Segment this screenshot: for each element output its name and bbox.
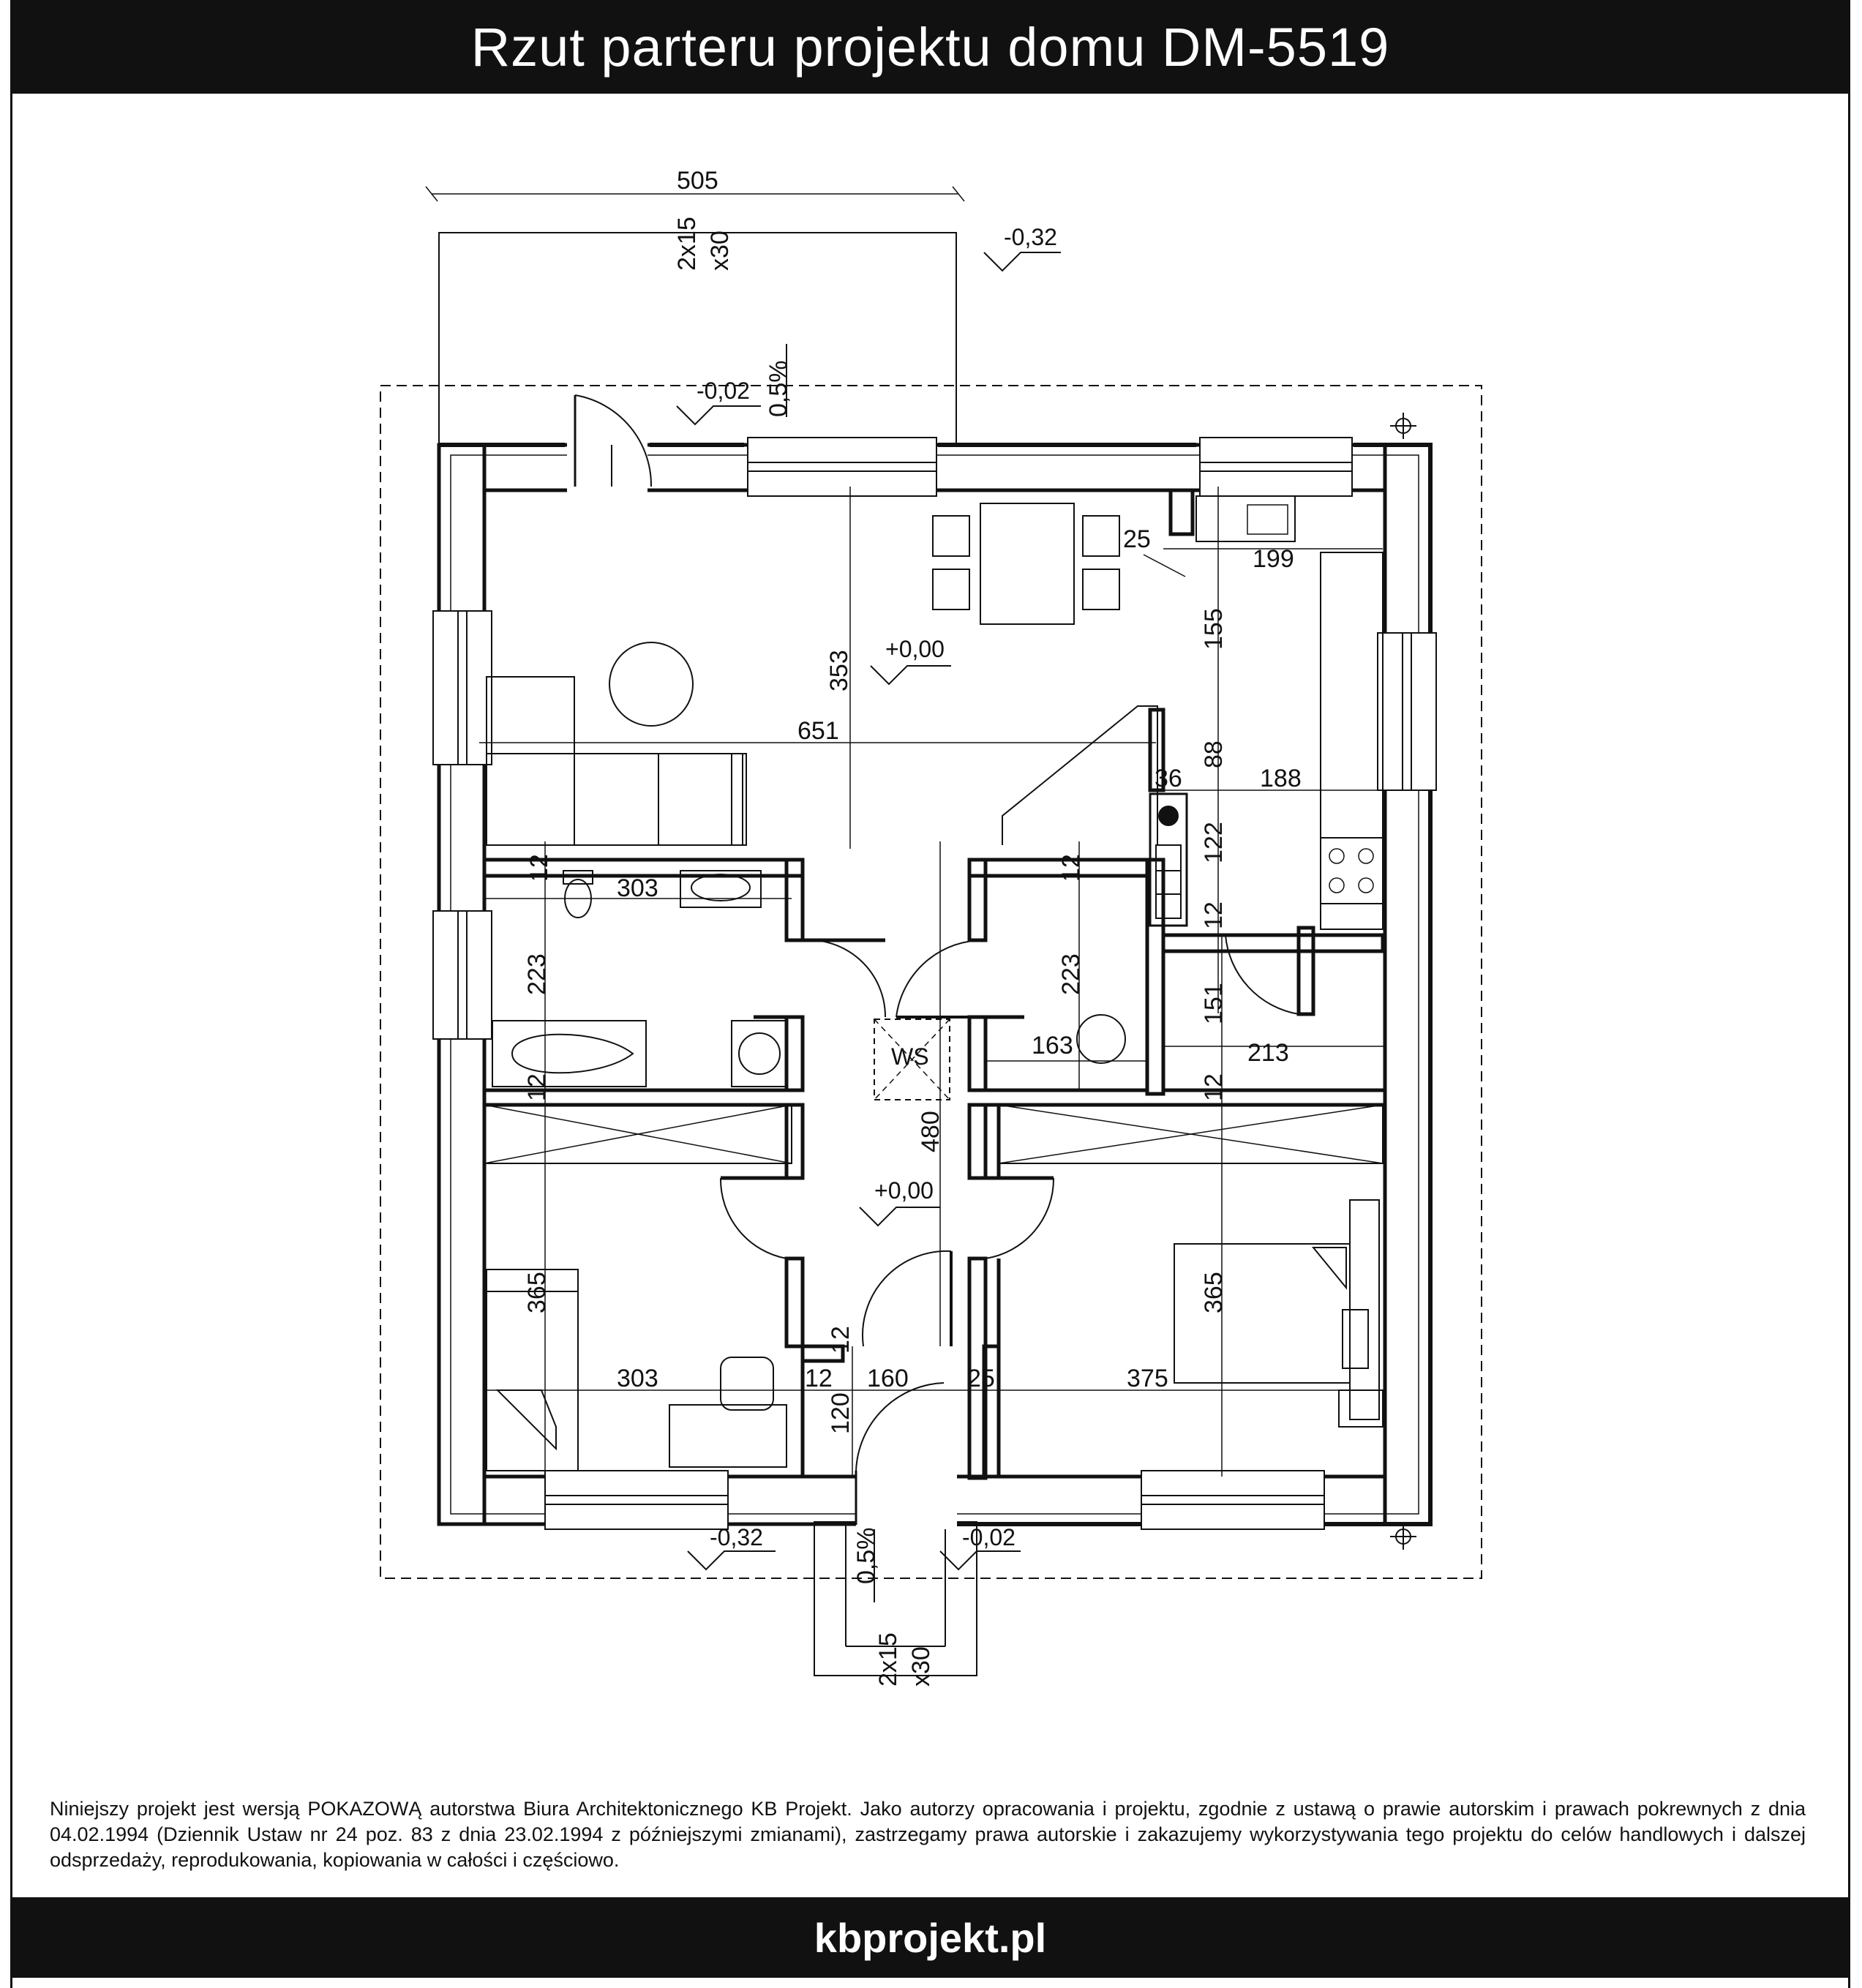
corner-markers — [1390, 413, 1416, 1550]
front-door-swing — [855, 1382, 945, 1477]
dim-wall-12-c: 12 — [1200, 901, 1228, 929]
dim-wall-12-b: 12 — [1057, 854, 1085, 882]
dim-kitchen-122: 122 — [1200, 822, 1228, 863]
header-bar: Rzut parteru projektu domu DM-5519 — [10, 0, 1850, 94]
terrace-door-gap — [567, 438, 647, 496]
kitchen-counter — [1320, 552, 1384, 930]
kitchen-sink — [1195, 495, 1296, 542]
outer-wall — [439, 443, 1433, 1526]
desk-chair — [720, 1357, 774, 1411]
footer-url[interactable]: kbprojekt.pl — [814, 1914, 1047, 1961]
terrace-door-swing — [574, 394, 653, 487]
dim-room1-depth: 365 — [523, 1272, 551, 1313]
dim-slope-bottom: 0,5% — [852, 1528, 880, 1585]
footer-bar: kbprojekt.pl — [10, 1897, 1850, 1978]
level-markers — [676, 252, 1061, 1602]
chimney — [1149, 792, 1188, 927]
copyright-notice: Niniejszy projekt jest wersją POKAZOWĄ a… — [50, 1798, 1806, 1871]
desk — [669, 1404, 787, 1468]
page-frame — [10, 0, 1850, 1988]
washing-machine — [731, 1020, 787, 1087]
ws-label: WS — [891, 1043, 929, 1070]
dim-bath-width: 303 — [617, 874, 658, 902]
sofa — [486, 676, 575, 846]
dim-wc-depth: 223 — [1057, 953, 1085, 995]
level-entry-top: -0,02 — [697, 378, 750, 404]
dimension-lines — [425, 186, 1385, 1477]
dim-kitchen-25: 25 — [1123, 525, 1151, 553]
dim-wall-12-f: 12 — [827, 1326, 855, 1354]
dim-kitchen-88: 88 — [1200, 740, 1228, 768]
dim-vest-12: 12 — [805, 1365, 833, 1392]
bathtub — [492, 1020, 647, 1087]
kitchen-stove — [1320, 837, 1384, 904]
dim-pantry-depth: 151 — [1200, 983, 1228, 1024]
dim-pantry-width: 213 — [1247, 1039, 1289, 1067]
dim-wall-12-a: 12 — [525, 854, 553, 882]
dim-stairs-top: 2x15 — [673, 217, 701, 271]
page-title: Rzut parteru projektu domu DM-5519 — [470, 16, 1390, 78]
outer-wall-right — [1383, 443, 1433, 1526]
dim-kitchen-width: 199 — [1253, 545, 1294, 573]
wardrobe-right — [998, 1104, 1384, 1164]
dim-vest-depth: 120 — [827, 1392, 855, 1434]
dim-stairs-bottom-b: x30 — [907, 1646, 935, 1687]
dim-kitchen-depth: 155 — [1200, 608, 1228, 650]
windows — [432, 437, 1437, 1530]
chimney-flue — [1158, 806, 1179, 826]
interior-doors — [719, 934, 1300, 1347]
dim-kitchen-188: 188 — [1260, 765, 1302, 792]
dim-wc-width: 163 — [1032, 1032, 1073, 1059]
dim-living-depth: 353 — [825, 650, 853, 691]
level-living: +0,00 — [885, 636, 945, 662]
front-door-gap — [856, 1471, 957, 1529]
dim-vest-25: 25 — [967, 1365, 995, 1392]
level-ground-bottom: -0,32 — [710, 1524, 763, 1550]
dim-hall-depth: 480 — [917, 1111, 945, 1152]
dim-stairs-bottom: 2x15 — [874, 1632, 902, 1687]
terrace-outline — [438, 232, 957, 445]
dim-wall-12-d: 12 — [523, 1073, 551, 1101]
dim-chimney-36: 36 — [1155, 765, 1182, 792]
dim-bath-depth: 223 — [523, 953, 551, 995]
dim-room2-depth: 365 — [1200, 1272, 1228, 1313]
wardrobe-left — [484, 1104, 792, 1164]
dim-vest-width: 160 — [867, 1365, 909, 1392]
dim-terrace-width: 505 — [677, 167, 718, 195]
level-hall: +0,00 — [874, 1177, 934, 1204]
dim-living-width: 651 — [797, 717, 839, 745]
roof-outline — [380, 385, 1482, 1579]
dim-room2-width: 375 — [1127, 1365, 1168, 1392]
dim-slope-top: 0,5% — [765, 361, 792, 418]
dining-table — [980, 503, 1075, 625]
level-entry-bottom: -0,02 — [962, 1524, 1016, 1550]
living-partition — [1002, 705, 1158, 845]
dim-stairs-top-b: x30 — [706, 230, 734, 271]
washbasin — [680, 870, 762, 908]
vent-ducts — [1155, 844, 1182, 919]
level-terrace: -0,32 — [1004, 224, 1057, 250]
dim-room1-width: 303 — [617, 1365, 658, 1392]
wall-lining — [450, 454, 1419, 1515]
dim-wall-12-e: 12 — [1200, 1073, 1228, 1101]
coffee-table — [609, 642, 694, 727]
ws-shaft — [874, 1019, 950, 1100]
wc-round — [1076, 1014, 1126, 1064]
